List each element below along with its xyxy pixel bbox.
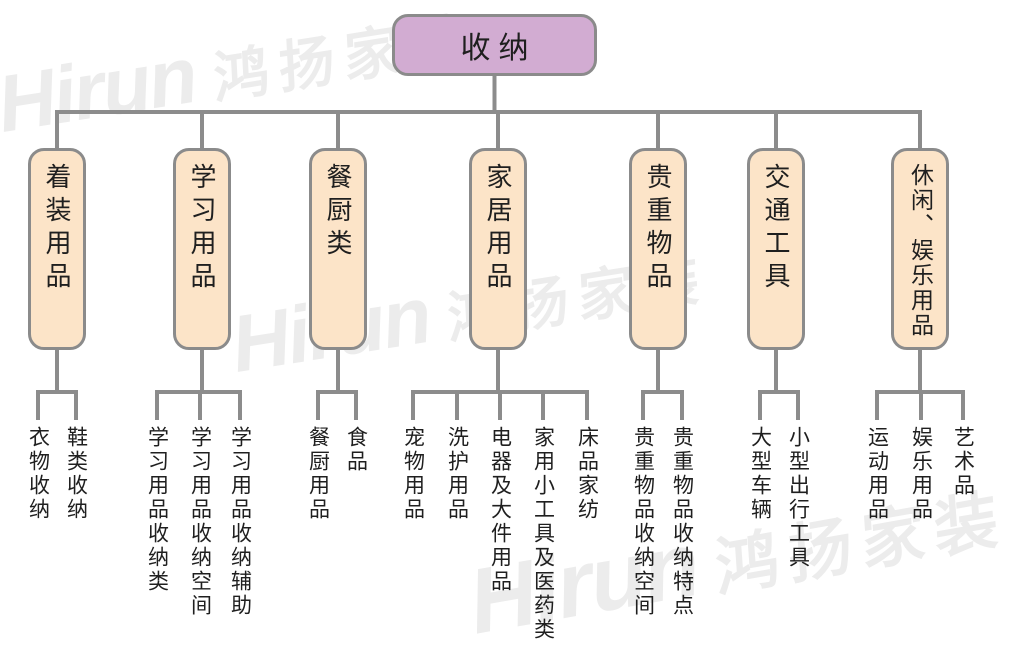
branch-label: 着装用品	[42, 163, 72, 295]
root-node-label: 收纳	[460, 32, 537, 65]
branch-leisure: 休闲、娱乐用品	[891, 148, 949, 350]
leaf-item: 电器及大件用品	[488, 426, 512, 594]
branch-label: 休闲、娱乐用品	[907, 163, 934, 338]
branch-label: 学习用品	[187, 163, 217, 295]
leaf-item: 食品	[344, 426, 368, 474]
leaf-item: 贵重物品收纳空间	[631, 426, 655, 618]
branch-label: 贵重物品	[643, 163, 673, 295]
leaf-item: 衣物收纳	[26, 426, 50, 522]
leaf-item: 学习用品收纳辅助	[228, 426, 252, 618]
leaf-item: 鞋类收纳	[64, 426, 88, 522]
leaf-item: 宠物用品	[401, 426, 425, 522]
leaf-item: 娱乐用品	[909, 426, 933, 522]
leaf-item: 家用小工具及医药类	[531, 426, 555, 642]
root-node: 收纳	[392, 14, 597, 76]
leaf-item: 贵重物品收纳特点	[670, 426, 694, 618]
branch-label: 家居用品	[483, 163, 513, 295]
leaf-item: 小型出行工具	[786, 426, 810, 570]
branch-valuables: 贵重物品	[629, 148, 687, 350]
leaf-item: 学习用品收纳类	[145, 426, 169, 594]
leaf-item: 洗护用品	[445, 426, 469, 522]
leaf-item: 学习用品收纳空间	[188, 426, 212, 618]
leaf-item: 床品家纺	[575, 426, 599, 522]
branch-household: 家居用品	[469, 148, 527, 350]
branch-study: 学习用品	[173, 148, 231, 350]
leaf-item: 大型车辆	[748, 426, 772, 522]
leaf-item: 餐厨用品	[306, 426, 330, 522]
leaf-item: 艺术品	[951, 426, 975, 498]
branch-kitchen: 餐厨类	[309, 148, 367, 350]
branch-label: 交通工具	[761, 163, 791, 295]
branch-clothing: 着装用品	[28, 148, 86, 350]
branch-transport: 交通工具	[747, 148, 805, 350]
branch-label: 餐厨类	[323, 163, 353, 262]
leaf-item: 运动用品	[865, 426, 889, 522]
